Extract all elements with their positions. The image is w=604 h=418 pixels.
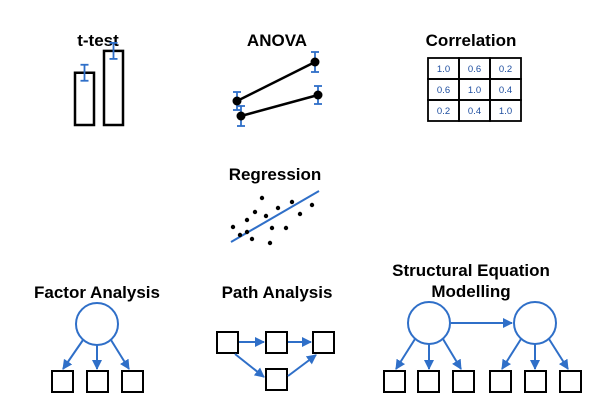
factor-latent-circle <box>75 302 119 346</box>
correlation-value: 0.2 <box>437 106 450 117</box>
sem-indicator-box <box>417 370 440 393</box>
factor-analysis-title: Factor Analysis <box>34 283 160 302</box>
path-arrow <box>287 354 317 377</box>
ttest-error-bar <box>80 63 89 82</box>
factor-arrow <box>62 339 84 370</box>
regression-line <box>230 190 320 243</box>
sem-title-line-2: Modelling <box>431 282 511 301</box>
sem-indicator-box <box>383 370 406 393</box>
correlation-title: Correlation <box>425 31 517 50</box>
ttest-diagram <box>73 42 125 127</box>
sem-title-line-1: Structural Equation <box>392 261 550 280</box>
path-node-box <box>265 368 288 391</box>
regression-diagram <box>230 190 320 246</box>
correlation-value: 1.0 <box>437 64 450 75</box>
correlation-matrix: 1.0 0.6 0.2 0.6 1.0 0.4 0.2 0.4 1.0 <box>427 57 522 122</box>
anova-point <box>313 90 323 100</box>
ttest-title: t-test <box>77 31 119 50</box>
sem-arrow <box>395 338 416 370</box>
factor-analysis-diagram <box>51 302 144 393</box>
correlation-value: 1.0 <box>499 106 512 117</box>
correlation-value: 0.6 <box>468 64 481 75</box>
sem-indicator-box <box>524 370 547 393</box>
correlation-value: 0.4 <box>468 106 481 117</box>
sem-arrow <box>442 338 462 370</box>
anova-point <box>310 57 320 67</box>
sem-latent-circle <box>407 301 451 345</box>
sem-diagram <box>383 301 582 393</box>
path-arrow <box>234 353 265 378</box>
correlation-value: 0.2 <box>499 64 512 75</box>
regression-points <box>230 195 315 246</box>
anova-point <box>236 111 246 121</box>
ttest-error-bar <box>109 42 118 60</box>
path-node-box <box>216 331 239 354</box>
path-node-box <box>265 331 288 354</box>
sem-indicator-box <box>559 370 582 393</box>
factor-arrow <box>110 339 130 370</box>
ttest-bar <box>102 49 125 127</box>
correlation-value: 0.6 <box>437 85 450 96</box>
sem-indicator-box <box>489 370 512 393</box>
factor-indicator-box <box>121 370 144 393</box>
anova-title: ANOVA <box>246 31 308 50</box>
anova-point <box>232 96 242 106</box>
path-analysis-title: Path Analysis <box>221 283 333 302</box>
correlation-value: 0.4 <box>499 85 512 96</box>
anova-diagram <box>232 51 323 127</box>
sem-arrow <box>548 338 569 370</box>
correlation-cell <box>489 99 522 122</box>
sem-arrow <box>501 338 522 370</box>
sem-indicator-box <box>452 370 475 393</box>
factor-indicator-box <box>51 370 74 393</box>
regression-title: Regression <box>228 165 322 184</box>
sem-title: Structural Equation Modelling <box>392 260 550 302</box>
factor-indicator-box <box>86 370 109 393</box>
anova-line-a <box>236 60 316 103</box>
path-analysis-diagram <box>216 331 335 391</box>
sem-latent-circle <box>513 301 557 345</box>
path-node-box <box>312 331 335 354</box>
anova-line-b <box>240 93 319 118</box>
correlation-value: 1.0 <box>468 85 481 96</box>
